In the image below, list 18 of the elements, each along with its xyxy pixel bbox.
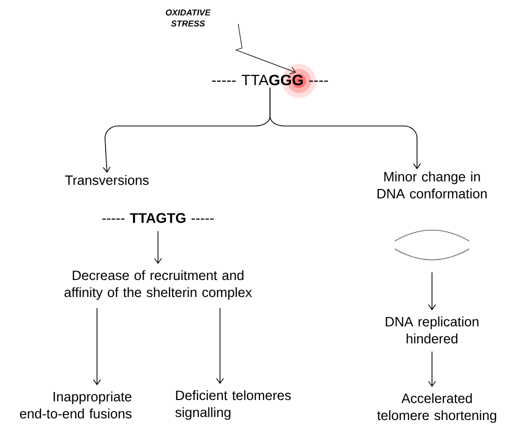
text-label: Deficient telomeres signalling [175,390,291,420]
text-label: DNA replication hindered [386,316,478,344]
dna-bubble-drawing [394,230,470,260]
text-label: OXIDATIVE STRESS [166,10,211,26]
bracket-arrow [270,87,421,170]
text-label: Inappropriate end-to-end fusions [20,392,132,418]
arrow [216,308,224,384]
text-label: Minor change in DNA conformation [378,172,487,198]
text-label: Decrease of recruitment and affinity of the shelterin complex [64,270,252,300]
arrow [428,351,436,388]
text-label: ----- TTAGTG ----- [102,213,214,223]
lightning-arrow [235,24,296,74]
text-label: Accelerated telomere shortening [377,393,496,423]
arrow [154,230,162,264]
text-label: ----- TTAGGG ---- [212,74,328,86]
arrow [93,308,101,386]
arrow [428,272,436,310]
text-label: Transversions [65,175,149,185]
